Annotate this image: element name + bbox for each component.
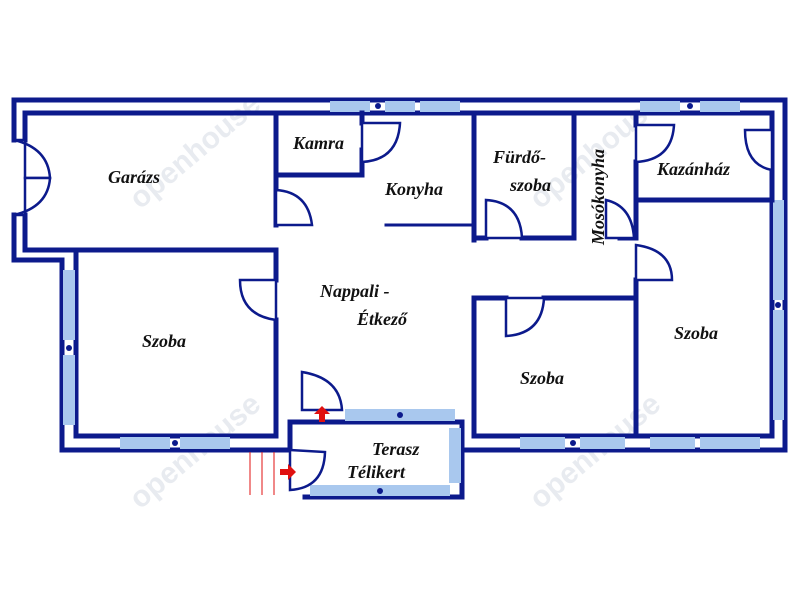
door-garage-left (13, 138, 52, 180)
window (120, 437, 170, 449)
room-label-konyha: Konyha (384, 179, 443, 199)
interior-walls (22, 110, 775, 439)
door-szoba-center (504, 296, 546, 338)
room-label-kazanhaz: Kazánház (656, 159, 730, 179)
window-dot (66, 345, 72, 351)
window (700, 437, 760, 449)
window (650, 437, 695, 449)
window (420, 101, 460, 112)
door-kazanhaz-outer (743, 128, 774, 172)
stair-lines (249, 452, 275, 495)
window (773, 310, 784, 420)
window (180, 437, 230, 449)
watermark: openhouse (123, 87, 267, 215)
window (63, 270, 75, 340)
window (700, 101, 740, 112)
door-kamra (360, 121, 402, 164)
door-szoba-left (238, 278, 278, 322)
room-label-moskonyha: Mosókonyha (588, 149, 608, 246)
door-furdo (484, 198, 524, 240)
room-label-nappali: Nappali - (319, 281, 390, 301)
window-dot (775, 302, 781, 308)
doors (13, 121, 774, 492)
room-label-garazs: Garázs (108, 167, 160, 187)
room-label-szoba-right: Szoba (674, 323, 718, 343)
door-kazanhaz (634, 123, 676, 164)
room-label-terasz: Terasz (372, 439, 419, 459)
arrow-right-icon (280, 464, 296, 480)
window-dot (570, 440, 576, 446)
room-label-kamra: Kamra (292, 133, 344, 153)
arrow-up-icon (314, 406, 330, 422)
door-entrance (300, 370, 344, 412)
window (640, 101, 680, 112)
entry-arrows (280, 406, 330, 480)
door-terrace (288, 448, 327, 492)
window (580, 437, 625, 449)
room-labels: Garázs Kamra Konyha Fürdő- szoba Mosókon… (108, 133, 730, 482)
door-garage-left (13, 176, 52, 217)
door-szoba-right (634, 243, 674, 282)
window (385, 101, 415, 112)
window (520, 437, 565, 449)
window-dot (375, 103, 381, 109)
window-dot (397, 412, 403, 418)
room-label-furdo: szoba (509, 175, 551, 195)
window (773, 200, 784, 300)
room-label-furdo: Fürdő- (492, 147, 546, 167)
window-dot (172, 440, 178, 446)
room-label-szoba-center: Szoba (520, 368, 564, 388)
window-dot (377, 488, 383, 494)
window-dots (66, 103, 781, 494)
window (330, 101, 370, 112)
stairs (249, 452, 275, 495)
room-label-szoba-left: Szoba (142, 331, 186, 351)
window (449, 428, 461, 483)
room-label-nappali: Étkező (356, 308, 408, 329)
window (63, 355, 75, 425)
door-garage (274, 188, 314, 227)
window-dot (687, 103, 693, 109)
room-label-telikert: Télikert (347, 462, 406, 482)
door-moskonyha (604, 198, 636, 240)
